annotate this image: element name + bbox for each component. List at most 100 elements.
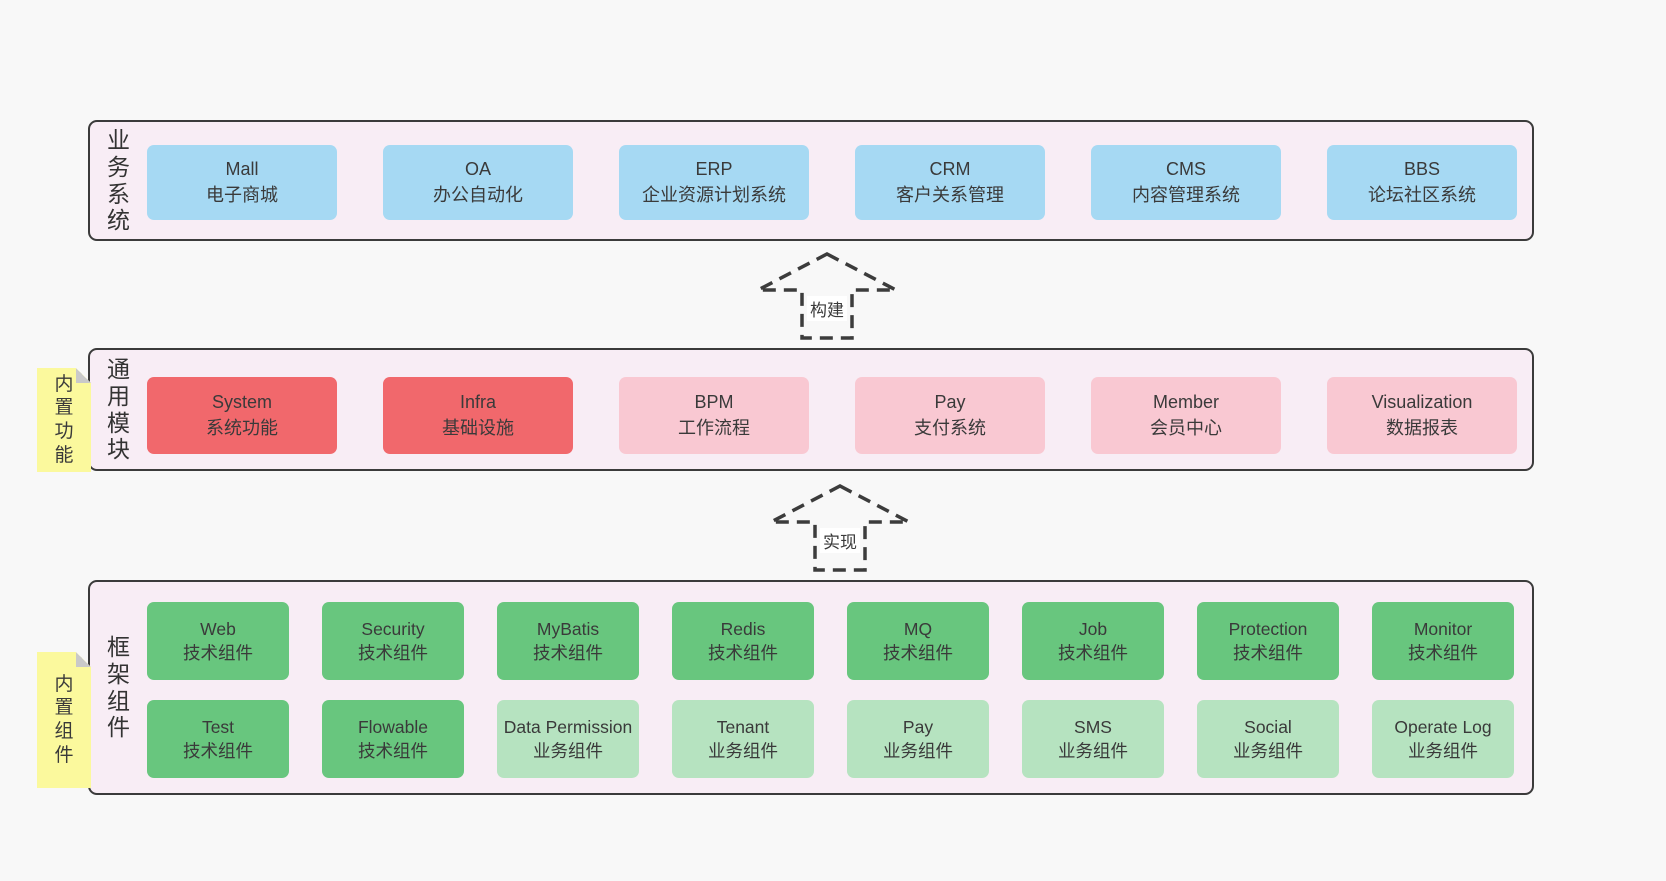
node-title: Member — [1152, 391, 1219, 412]
node-member: Member 会员中心 — [1091, 377, 1281, 454]
node-subtitle: 业务组件 — [1233, 741, 1303, 761]
node-title: Job — [1078, 618, 1108, 639]
node-bpm: BPM 工作流程 — [619, 377, 809, 454]
node-title: Data Permission — [503, 716, 633, 737]
node-subtitle: 工作流程 — [678, 417, 750, 438]
node-subtitle: 技术组件 — [183, 741, 253, 761]
node-subtitle: 业务组件 — [533, 741, 603, 761]
arrow-build: 构建 — [752, 250, 902, 342]
node-subtitle: 论坛社区系统 — [1368, 184, 1476, 205]
node-flowable: Flowable 技术组件 — [322, 700, 464, 778]
node-title: Pay — [902, 716, 934, 737]
components-node-row-1: Web 技术组件 Security 技术组件 MyBatis 技术组件 Redi… — [147, 602, 1532, 680]
node-bbs: BBS 论坛社区系统 — [1327, 145, 1517, 220]
layer-common-modules: 通用模块 System 系统功能 Infra 基础设施 BPM 工作流程 Pay… — [88, 348, 1534, 471]
node-subtitle: 客户关系管理 — [896, 184, 1004, 205]
node-subtitle: 业务组件 — [1058, 741, 1128, 761]
node-protection: Protection 技术组件 — [1197, 602, 1339, 680]
node-title: Test — [201, 716, 235, 737]
sticky-note-built-in-features: 内置功能 — [37, 368, 91, 472]
node-subtitle: 技术组件 — [183, 643, 253, 663]
layer-framework-components: 框架组件 Web 技术组件 Security 技术组件 MyBatis 技术组件… — [88, 580, 1534, 795]
node-mybatis: MyBatis 技术组件 — [497, 602, 639, 680]
node-subtitle: 技术组件 — [883, 643, 953, 663]
node-subtitle: 内容管理系统 — [1132, 184, 1240, 205]
node-infra: Infra 基础设施 — [383, 377, 573, 454]
node-title: BBS — [1403, 158, 1441, 179]
node-subtitle: 业务组件 — [708, 741, 778, 761]
node-pay-module: Pay 支付系统 — [855, 377, 1045, 454]
node-title: SMS — [1074, 716, 1112, 737]
node-title: Protection — [1228, 618, 1308, 639]
layer-modules-content: System 系统功能 Infra 基础设施 BPM 工作流程 Pay 支付系统… — [147, 350, 1532, 454]
node-subtitle: 电子商城 — [206, 184, 278, 205]
node-subtitle: 支付系统 — [914, 417, 986, 438]
node-subtitle: 办公自动化 — [433, 184, 523, 205]
node-title: BPM — [694, 391, 734, 412]
node-web: Web 技术组件 — [147, 602, 289, 680]
node-subtitle: 基础设施 — [442, 417, 514, 438]
node-crm: CRM 客户关系管理 — [855, 145, 1045, 220]
node-title: MyBatis — [536, 618, 600, 639]
node-title: Social — [1244, 716, 1292, 737]
node-subtitle: 企业资源计划系统 — [642, 184, 786, 205]
sticky-note-text: 内置功能 — [54, 373, 74, 466]
node-subtitle: 数据报表 — [1386, 417, 1458, 438]
arrow-implement: 实现 — [765, 482, 915, 574]
node-tenant: Tenant 业务组件 — [672, 700, 814, 778]
node-title: OA — [464, 158, 491, 179]
node-title: CMS — [1166, 158, 1206, 179]
node-title: Tenant — [716, 716, 770, 737]
node-oa: OA 办公自动化 — [383, 145, 573, 220]
layer-label-text: 业务系统 — [106, 127, 130, 234]
node-title: Redis — [720, 618, 766, 639]
node-subtitle: 会员中心 — [1150, 417, 1222, 438]
layer-label-text: 通用模块 — [106, 356, 130, 463]
node-data-permission: Data Permission 业务组件 — [497, 700, 639, 778]
node-system: System 系统功能 — [147, 377, 337, 454]
node-title: Visualization — [1371, 391, 1473, 412]
node-test: Test 技术组件 — [147, 700, 289, 778]
sticky-note-built-in-components: 内置组件 — [37, 652, 91, 788]
node-security: Security 技术组件 — [322, 602, 464, 680]
node-subtitle: 业务组件 — [1408, 741, 1478, 761]
arrow-build-label: 构建 — [807, 296, 847, 321]
node-title: Web — [200, 618, 236, 639]
node-subtitle: 技术组件 — [358, 643, 428, 663]
node-title: Monitor — [1413, 618, 1473, 639]
node-social: Social 业务组件 — [1197, 700, 1339, 778]
node-title: ERP — [695, 158, 733, 179]
layer-label-components: 框架组件 — [90, 582, 147, 793]
layer-business-content: Mall 电子商城 OA 办公自动化 ERP 企业资源计划系统 CRM 客户关系… — [147, 122, 1532, 220]
node-title: Security — [361, 618, 425, 639]
node-cms: CMS 内容管理系统 — [1091, 145, 1281, 220]
layer-label-business: 业务系统 — [90, 122, 147, 239]
node-redis: Redis 技术组件 — [672, 602, 814, 680]
components-node-row-2: Test 技术组件 Flowable 技术组件 Data Permission … — [147, 700, 1532, 778]
node-subtitle: 技术组件 — [1233, 643, 1303, 663]
node-sms: SMS 业务组件 — [1022, 700, 1164, 778]
layer-label-modules: 通用模块 — [90, 350, 147, 469]
node-title: Pay — [934, 391, 966, 412]
node-title: Flowable — [357, 716, 429, 737]
layer-label-text: 框架组件 — [106, 634, 130, 741]
sticky-note-text: 内置组件 — [54, 673, 74, 766]
node-monitor: Monitor 技术组件 — [1372, 602, 1514, 680]
layer-components-content: Web 技术组件 Security 技术组件 MyBatis 技术组件 Redi… — [147, 582, 1532, 778]
node-title: Infra — [459, 391, 497, 412]
node-subtitle: 业务组件 — [883, 741, 953, 761]
node-subtitle: 技术组件 — [1058, 643, 1128, 663]
node-subtitle: 技术组件 — [533, 643, 603, 663]
node-operate-log: Operate Log 业务组件 — [1372, 700, 1514, 778]
node-subtitle: 技术组件 — [358, 741, 428, 761]
node-job: Job 技术组件 — [1022, 602, 1164, 680]
node-mall: Mall 电子商城 — [147, 145, 337, 220]
node-visualization: Visualization 数据报表 — [1327, 377, 1517, 454]
node-subtitle: 技术组件 — [1408, 643, 1478, 663]
node-title: CRM — [929, 158, 971, 179]
node-mq: MQ 技术组件 — [847, 602, 989, 680]
modules-node-row: System 系统功能 Infra 基础设施 BPM 工作流程 Pay 支付系统… — [147, 377, 1532, 454]
node-title: Mall — [225, 158, 259, 179]
node-title: MQ — [903, 618, 933, 639]
layer-business-systems: 业务系统 Mall 电子商城 OA 办公自动化 ERP 企业资源计划系统 CRM… — [88, 120, 1534, 241]
